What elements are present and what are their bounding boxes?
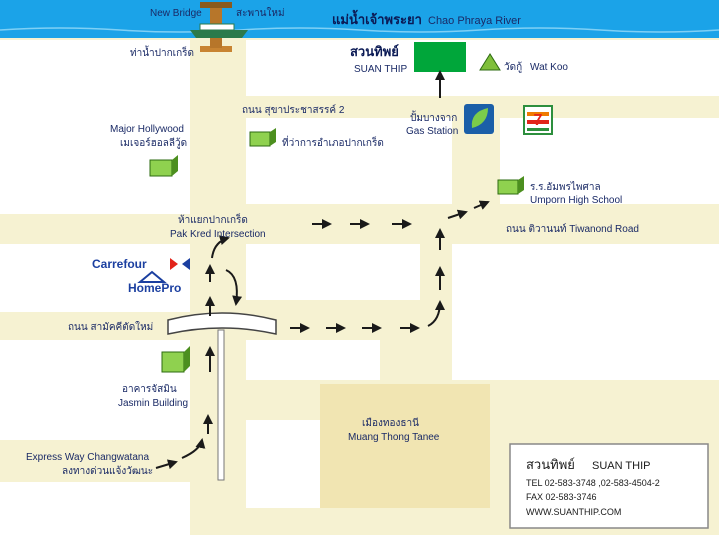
- arrow-icon: [181, 438, 206, 459]
- major-hollywood-label-en: Major Hollywood: [110, 124, 184, 135]
- svg-text:7: 7: [534, 112, 543, 129]
- median: [217, 329, 225, 481]
- homepro-label: HomePro: [128, 281, 181, 295]
- suan-thip-label-en: SUAN THIP: [354, 64, 407, 75]
- block-south: [246, 420, 320, 508]
- block-jasmin: [0, 340, 190, 440]
- contact-name-en: SUAN THIP: [592, 460, 650, 472]
- block-center-a: [246, 244, 420, 300]
- bridge-label-en: New Bridge: [150, 8, 202, 19]
- suan-thip-marker: [414, 42, 466, 72]
- contact-fax: FAX 02-583-3746: [526, 492, 597, 502]
- bangchak-logo-icon: [464, 104, 494, 134]
- block-center-b: [246, 340, 380, 380]
- arrow-icon: [211, 235, 230, 259]
- building-icon: [161, 346, 190, 373]
- umporn-school-label-en: Umporn High School: [530, 195, 622, 206]
- bridge-label-th: สะพานใหม่: [236, 7, 285, 19]
- building-icon: [497, 176, 524, 195]
- expressway-label-th: ลงทางด่วนแจ้งวัฒนะ: [62, 465, 153, 477]
- river: [0, 0, 719, 38]
- suan-thip-label-th: สวนทิพย์: [350, 44, 399, 59]
- intersection-label-th: ห้าแยกปากเกร็ด: [178, 212, 248, 226]
- wat-koo-label-en: Wat Koo: [530, 62, 568, 73]
- seven-eleven-icon: 7: [523, 105, 553, 135]
- contact-web: WWW.SUANTHIP.COM: [526, 507, 621, 517]
- block-major: [0, 40, 190, 214]
- muang-thong-label-th: เมืองทองธานี: [362, 417, 419, 429]
- arrow-icon: [473, 200, 490, 210]
- muang-thong-label-en: Muang Thong Tanee: [348, 432, 440, 443]
- block-bottom-left: [0, 482, 190, 535]
- flyover: [167, 312, 277, 335]
- block-carrefour: [0, 244, 190, 312]
- wat-koo-label-th: วัดกู้: [504, 61, 522, 73]
- contact-box: สวนทิพย์ SUAN THIP TEL 02-583-3748 ,02-5…: [509, 443, 709, 529]
- arrow-icon: [427, 300, 445, 327]
- arrow-icon: [155, 459, 178, 470]
- contact-name-th: สวนทิพย์: [526, 457, 575, 472]
- road-label-tiwanond: ถนน ติวานนท์ Tiwanond Road: [506, 223, 639, 235]
- homepro-logo-icon: [137, 270, 167, 283]
- carrefour-logo-icon: [170, 258, 190, 270]
- city-blocks: [0, 40, 719, 535]
- building-icon: [149, 155, 178, 177]
- jasmin-label-en: Jasmin Building: [118, 398, 188, 409]
- expressway-label-en: Express Way Changwatana: [26, 452, 149, 463]
- gas-station-label-th: ปั้มบางจาก: [410, 110, 457, 124]
- block-school: [500, 118, 719, 204]
- arrow-icon: [447, 209, 468, 220]
- jasmin-label-th: อาคารจัสมิน: [122, 384, 177, 395]
- gas-station-label-en: Gas Station: [406, 126, 458, 137]
- contact-tel: TEL 02-583-3748 ,02-583-4504-2: [526, 478, 660, 488]
- boat-icon: [190, 23, 248, 38]
- pier-label: ท่าน้ำปากเกร็ด: [130, 45, 194, 59]
- river-wave: [0, 27, 719, 33]
- river-label-th: แม่น้ำเจ้าพระยา: [332, 9, 422, 27]
- major-hollywood-label-th: เมเจอร์ฮอลลีวู้ด: [120, 137, 187, 149]
- river-label-en: Chao Phraya River: [428, 15, 521, 27]
- block-east: [452, 244, 719, 380]
- route-arrows: [155, 70, 490, 470]
- district-office-label: ที่ว่าการอำเภอปากเกร็ด: [282, 135, 384, 149]
- road-label-sukhapracha: ถนน สุขาประชาสรรค์ 2: [242, 104, 345, 116]
- tree-icon: [479, 53, 501, 71]
- arrow-icon: [225, 269, 243, 306]
- umporn-school-label-th: ร.ร.อัมพรไพศาล: [530, 181, 601, 193]
- block-district: [246, 118, 452, 204]
- intersection-label-en: Pak Kred Intersection: [170, 229, 266, 240]
- road-label-samakkhi: ถนน สามัคคีตัดใหม่: [68, 321, 153, 333]
- carrefour-label: Carrefour: [92, 257, 147, 271]
- contact-box-frame: [509, 443, 709, 529]
- block-muang-thong: [320, 384, 490, 508]
- building-icon: [249, 128, 276, 147]
